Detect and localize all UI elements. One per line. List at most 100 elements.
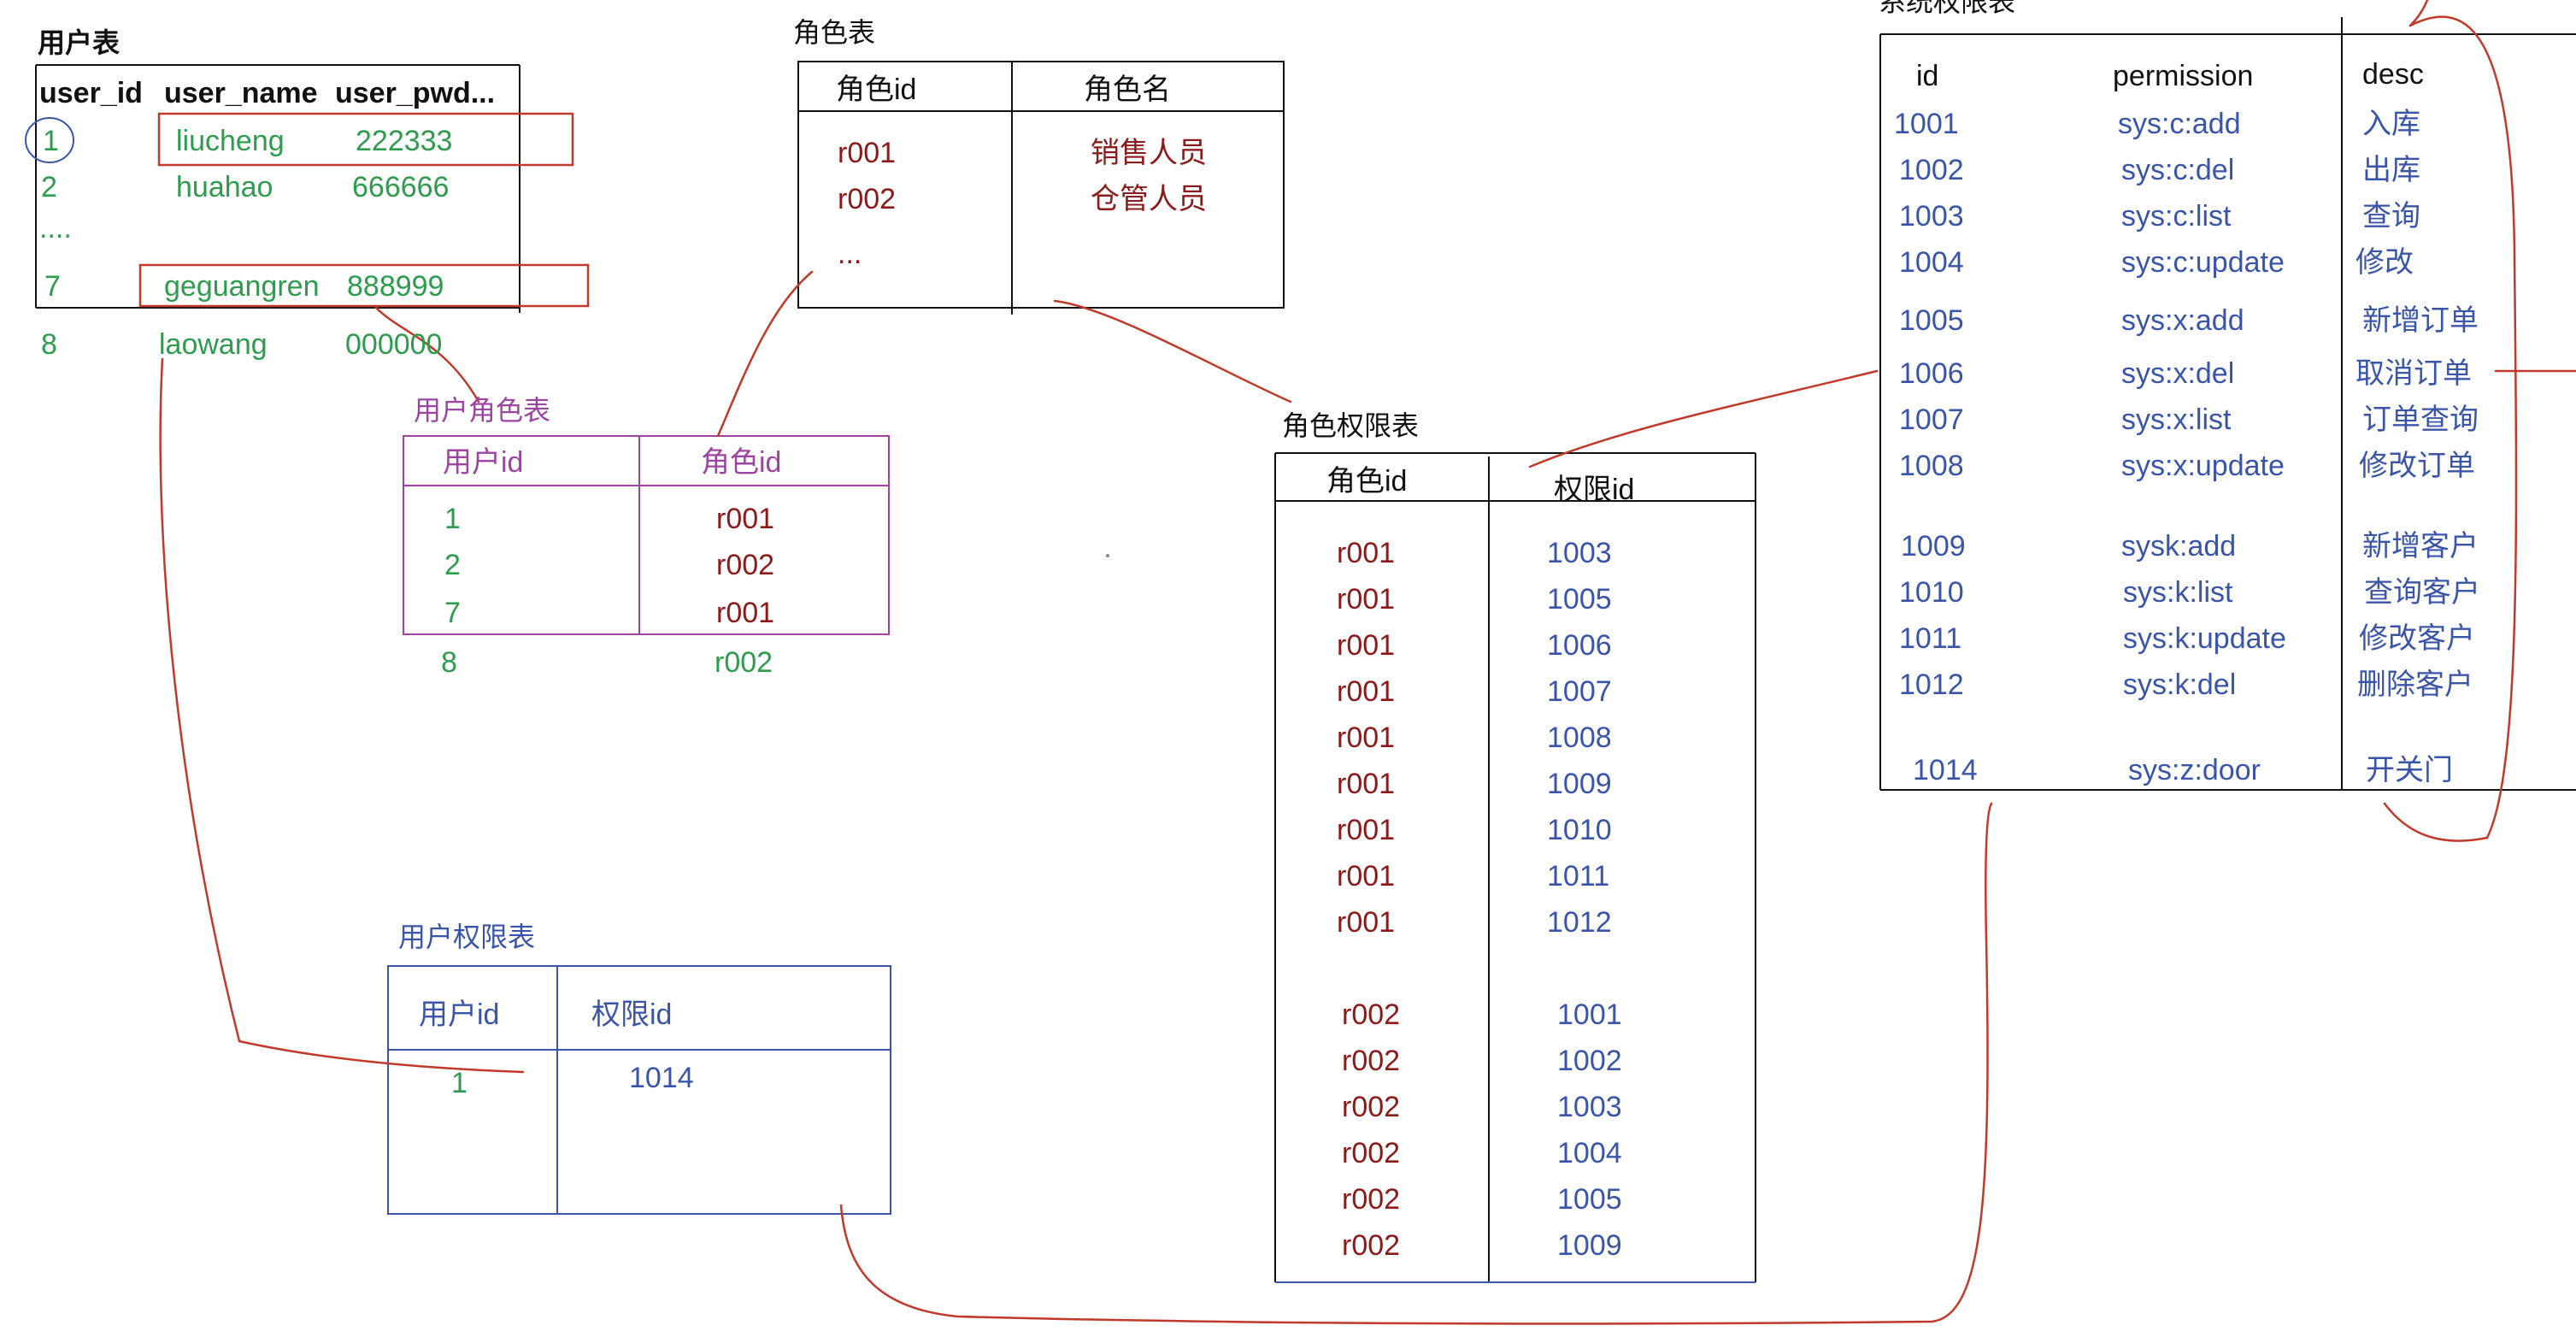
- header-perm-id: 权限id: [1554, 474, 1635, 506]
- header-role-name: 角色名: [1084, 74, 1171, 106]
- role-row-id: r001: [838, 137, 897, 169]
- role-perm-row-perm: 1009: [1547, 768, 1612, 800]
- user-role-row-role: r002: [716, 549, 775, 581]
- role-perm-row-perm: 1004: [1557, 1137, 1622, 1169]
- sys-perm-row-id: 1008: [1899, 450, 1964, 482]
- user-role-row-user: 8: [441, 646, 457, 679]
- link-laowang-to-userperm: [159, 357, 525, 1074]
- role-perm-row-perm: 1009: [1557, 1229, 1622, 1262]
- user-table-title: 用户表: [38, 27, 121, 58]
- sys-perm-row-id: 1010: [1899, 576, 1964, 609]
- sys-perm-row-desc: 修改客户: [2359, 622, 2475, 655]
- header-user-name: user_name: [164, 77, 318, 109]
- user-row-id: 7: [44, 270, 61, 303]
- role-perm-row-role: r001: [1337, 768, 1396, 800]
- user-row-name: geguangren: [164, 270, 320, 303]
- role-row-name: 仓管人员: [1091, 183, 1207, 215]
- role-perm-row-perm: 1007: [1547, 675, 1612, 708]
- header-permission: permission: [2113, 60, 2254, 92]
- sys-perm-row-permission: sys:z:door: [2128, 754, 2261, 786]
- header-user-id: user_id: [39, 77, 143, 109]
- header-user-pwd: user_pwd...: [335, 77, 496, 109]
- desc-loop: [2383, 15, 2518, 842]
- user-role-row-user: 7: [444, 597, 461, 629]
- sys-perm-row-permission: sys:k:update: [2123, 622, 2286, 655]
- role-perm-row-role: r002: [1342, 1137, 1401, 1169]
- header-user-id: 用户id: [443, 446, 524, 479]
- desc-tick: [2408, 0, 2429, 27]
- role-perm-row-perm: 1003: [1557, 1091, 1622, 1123]
- user-row-id: 2: [41, 171, 57, 203]
- sys-perm-row-desc: 修改订单: [2359, 450, 2475, 482]
- link-userperm-to-sysperm: [839, 802, 1993, 1325]
- annotation-strokes: [138, 0, 2576, 1325]
- role-perm-row-role: r002: [1342, 1045, 1401, 1077]
- role-perm-row-perm: 1001: [1557, 998, 1622, 1031]
- user-perm-row-user: 1: [451, 1067, 468, 1099]
- header-role-id: 角色id: [836, 74, 917, 106]
- user-row-name: liucheng: [176, 125, 285, 157]
- user-role-row-role: r001: [716, 597, 775, 629]
- header-role-id: 角色id: [701, 446, 782, 479]
- role-perm-row-role: r001: [1337, 537, 1396, 569]
- header-user-id: 用户id: [419, 998, 500, 1031]
- sys-perm-table-title: 系统权限表: [1879, 0, 2016, 17]
- role-perm-row-perm: 1003: [1547, 537, 1612, 569]
- sys-perm-row-permission: sys:x:update: [2121, 450, 2285, 482]
- sys-perm-row-desc: 新增订单: [2362, 304, 2479, 337]
- role-perm-row-perm: 1005: [1557, 1183, 1622, 1216]
- role-perm-row-role: r002: [1342, 1091, 1401, 1123]
- sys-perm-row-desc: 删除客户: [2357, 668, 2473, 701]
- user-role-row-user: 2: [444, 549, 461, 581]
- sys-perm-row-desc: 查询客户: [2364, 576, 2480, 609]
- sys-perm-row-desc: 订单查询: [2362, 403, 2479, 436]
- role-row-ellipsis: ...: [838, 238, 862, 270]
- role-perm-row-role: r001: [1337, 814, 1396, 846]
- sys-perm-row-desc: 查询: [2362, 200, 2420, 233]
- sys-perm-row-permission: sys:x:del: [2121, 357, 2235, 390]
- link-user-to-userrole: [374, 306, 480, 403]
- header-role-id: 角色id: [1326, 465, 1408, 498]
- link-roleperm-to-sysperm: [1528, 369, 1879, 468]
- sys-perm-row-permission: sys:c:del: [2121, 154, 2235, 186]
- role-table-frame: [797, 61, 1285, 315]
- sys-perm-row-permission: sys:c:list: [2121, 200, 2232, 233]
- sys-perm-row-id: 1002: [1899, 154, 1964, 186]
- user-row-pwd: 222333: [356, 125, 453, 157]
- user-role-row-user: 1: [444, 503, 461, 535]
- header-perm-id: 权限id: [591, 998, 673, 1031]
- role-perm-row-role: r002: [1342, 1183, 1401, 1216]
- user-row-name: laowang: [159, 328, 268, 361]
- user-row-name: huahao: [176, 171, 273, 203]
- sys-perm-row-desc: 取消订单: [2355, 357, 2472, 390]
- role-perm-table-title: 角色权限表: [1282, 410, 1420, 441]
- role-perm-row-perm: 1006: [1547, 629, 1612, 662]
- role-perm-row-role: r002: [1342, 1229, 1401, 1262]
- sys-perm-row-permission: sysk:add: [2121, 530, 2237, 562]
- sys-perm-row-id: 1003: [1899, 200, 1964, 233]
- circle-user-id-1: [25, 117, 74, 163]
- sys-perm-row-permission: sys:c:add: [2118, 108, 2241, 140]
- role-perm-row-perm: 1008: [1547, 722, 1612, 754]
- sys-perm-row-desc: 新增客户: [2362, 530, 2479, 562]
- role-perm-table-frame: [1274, 452, 1756, 1283]
- role-row-id: r002: [838, 183, 897, 215]
- sys-perm-row-id: 1005: [1899, 304, 1964, 337]
- user-table-frame: [35, 64, 520, 313]
- role-perm-row-perm: 1011: [1547, 860, 1610, 892]
- sys-perm-row-permission: sys:x:add: [2121, 304, 2244, 337]
- role-perm-row-perm: 1002: [1557, 1045, 1622, 1077]
- sys-perm-row-id: 1004: [1899, 246, 1964, 279]
- role-perm-row-perm: 1012: [1547, 906, 1612, 939]
- role-table-title: 角色表: [793, 17, 876, 48]
- user-role-row-role: r002: [715, 646, 773, 679]
- stray-dot: [1106, 554, 1109, 557]
- role-perm-row-perm: 1005: [1547, 583, 1612, 615]
- user-perm-table-frame: [387, 965, 891, 1215]
- role-perm-row-role: r002: [1342, 998, 1401, 1031]
- user-role-row-role: r001: [716, 503, 775, 535]
- role-perm-row-role: r001: [1337, 583, 1396, 615]
- user-perm-row-perm: 1014: [629, 1062, 694, 1094]
- header-id: id: [1916, 60, 1939, 92]
